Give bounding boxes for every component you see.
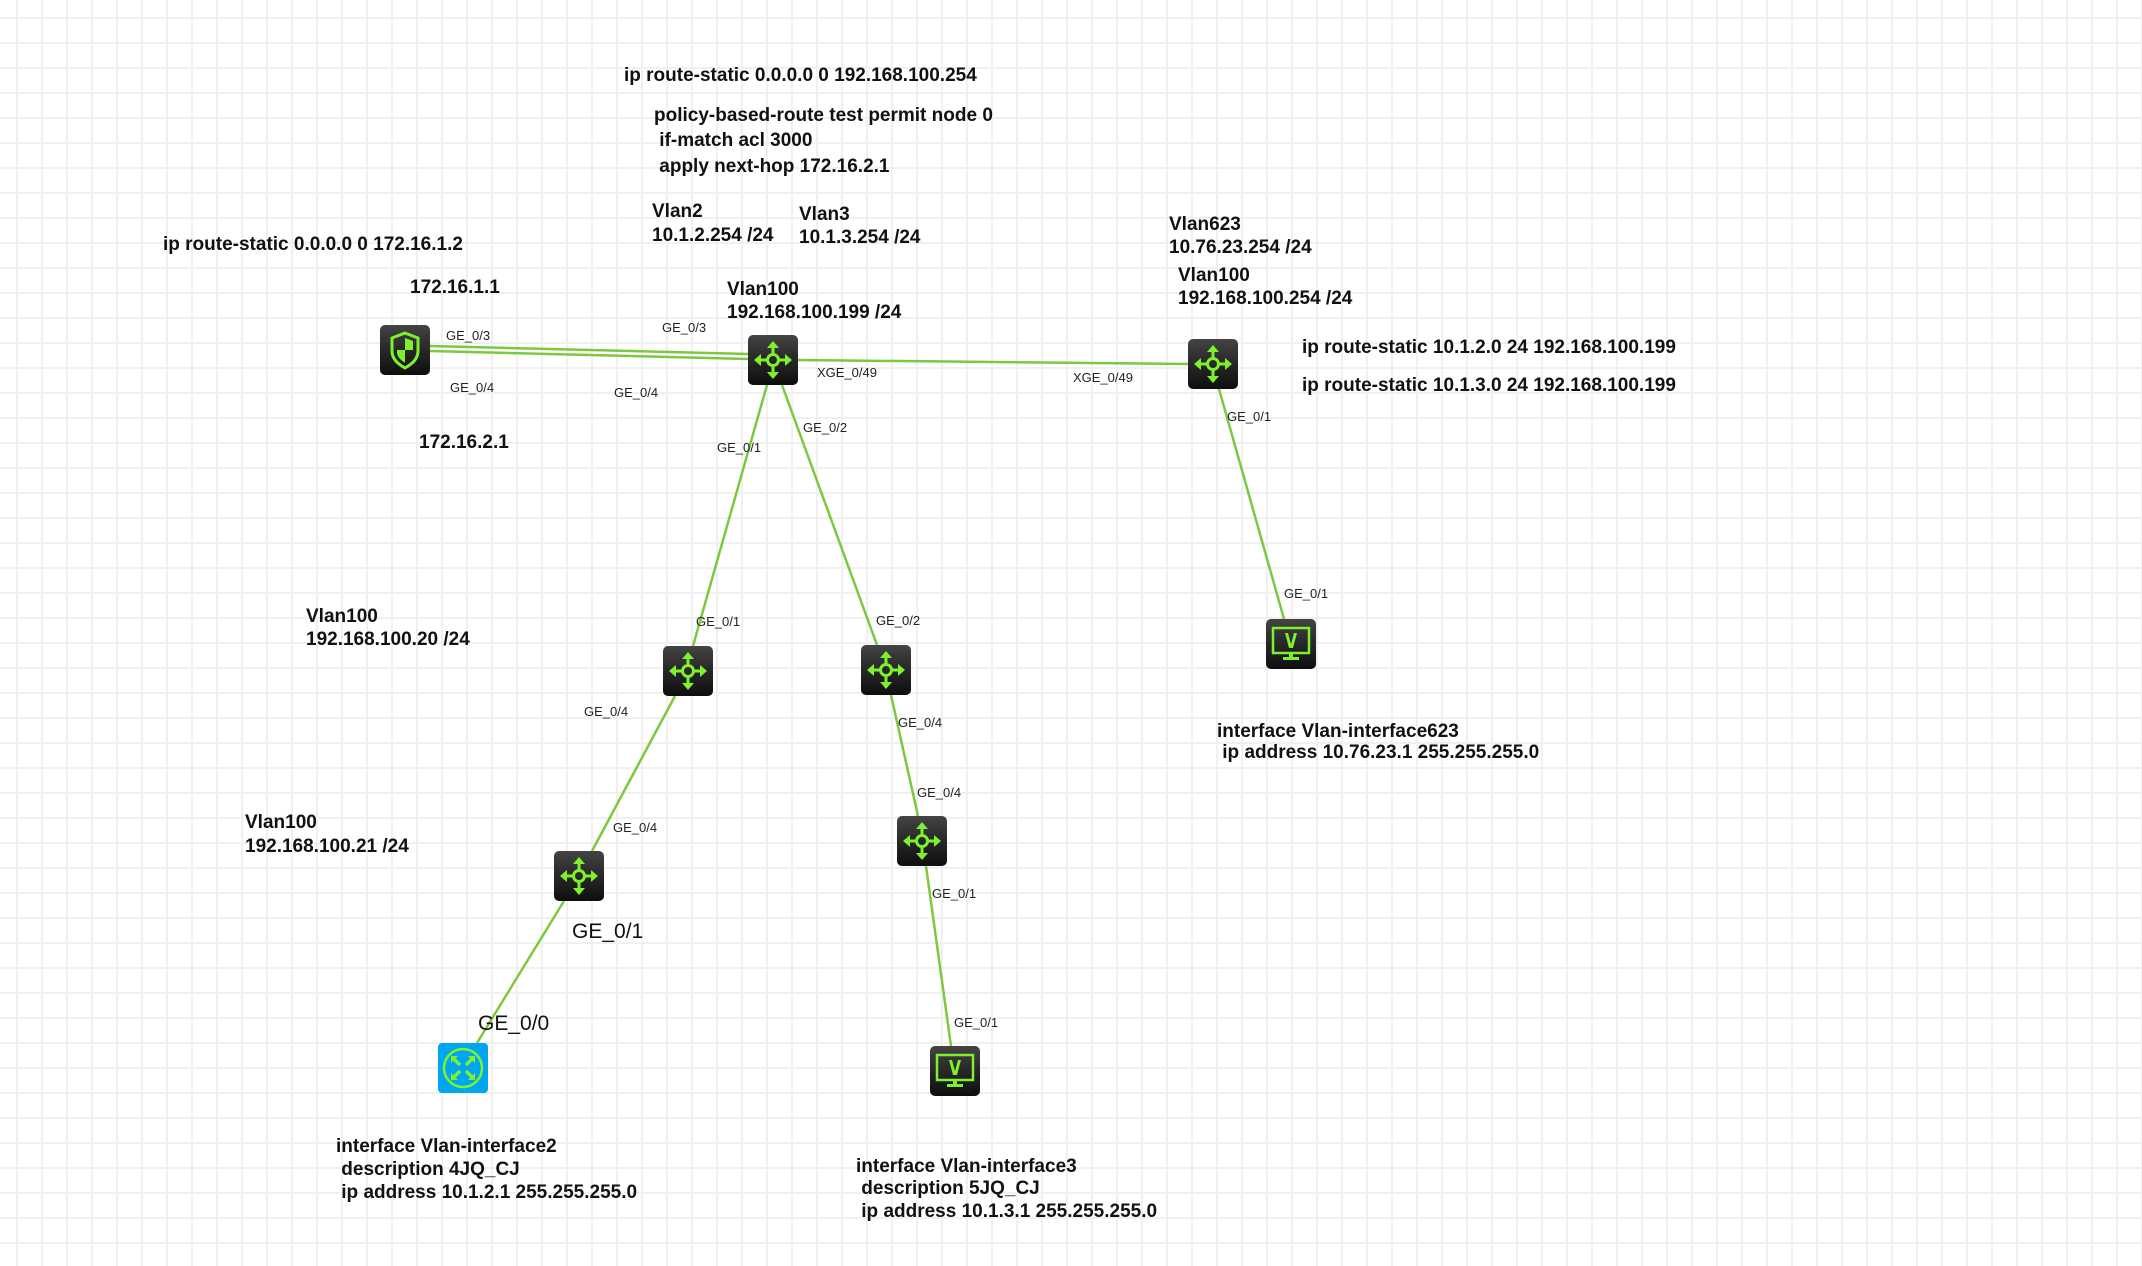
- port-label-core-xge049: XGE_0/49: [817, 365, 877, 380]
- firewall-device[interactable]: [380, 325, 430, 375]
- link-core-switch-c[interactable]: [780, 384, 879, 646]
- switch-b-vlan-name-label: Vlan100: [245, 812, 317, 833]
- pc-vlan3[interactable]: [930, 1046, 980, 1096]
- switch-icon: [754, 341, 792, 379]
- port-label-switch-d-ge01: GE_0/1: [932, 886, 977, 901]
- agg-vlan100-ip-label: 192.168.100.254 /24: [1178, 288, 1353, 309]
- core-vlan100-name-label: Vlan100: [727, 279, 799, 300]
- port-label-switch-c-ge04: GE_0/4: [898, 715, 943, 730]
- port-label-switch-d-ge04: GE_0/4: [917, 785, 962, 800]
- port-label-core-ge01: GE_0/1: [717, 440, 762, 455]
- switch-a[interactable]: [663, 646, 713, 696]
- vlan2-ip-label: 10.1.2.254 /24: [652, 225, 774, 246]
- port-label-fw-ge03: GE_0/3: [446, 328, 491, 343]
- link-switch-b-router[interactable]: [475, 900, 566, 1044]
- port-label-core-ge02: GE_0/2: [803, 420, 848, 435]
- vlan2-name-label: Vlan2: [652, 201, 703, 222]
- switch-a-vlan-name-label: Vlan100: [306, 606, 378, 627]
- link-fw-core-ge04[interactable]: [429, 349, 749, 361]
- fw-ip2-label: 172.16.2.1: [419, 432, 509, 453]
- router-config-line-2: description 4JQ_CJ: [336, 1159, 520, 1180]
- pc-icon: [1271, 626, 1311, 660]
- router-icon: [442, 1047, 484, 1089]
- link-core-agg-xge049[interactable]: [797, 358, 1189, 366]
- switch-d[interactable]: [897, 816, 947, 866]
- agg-vlan100-name-label: Vlan100: [1178, 265, 1250, 286]
- agg-vlan623-name-label: Vlan623: [1169, 214, 1241, 235]
- firewall-icon: [390, 331, 420, 370]
- core-switch[interactable]: [748, 335, 798, 385]
- pbr-line-3: apply next-hop 172.16.2.1: [654, 156, 890, 177]
- port-label-fw-ge04: GE_0/4: [450, 380, 495, 395]
- switch-b[interactable]: [554, 851, 604, 901]
- fw-default-route-label: ip route-static 0.0.0.0 0 172.16.1.2: [163, 234, 463, 255]
- core-default-route-label: ip route-static 0.0.0.0 0 192.168.100.25…: [624, 65, 977, 86]
- switch-icon: [1194, 345, 1232, 383]
- link-switch-a-switch-b[interactable]: [590, 695, 677, 852]
- port-label-router-ge00: GE_0/0: [478, 1012, 550, 1035]
- router-device[interactable]: [438, 1043, 488, 1093]
- port-label-switch-b-ge01: GE_0/1: [572, 920, 644, 943]
- port-label-core-ge04: GE_0/4: [614, 385, 659, 400]
- switch-icon: [867, 651, 905, 689]
- pbr-line-1: policy-based-route test permit node 0: [654, 105, 993, 126]
- agg-route-1-label: ip route-static 10.1.2.0 24 192.168.100.…: [1302, 337, 1676, 358]
- pbr-line-2: if-match acl 3000: [654, 130, 813, 151]
- pc-vlan623[interactable]: [1266, 619, 1316, 669]
- pc623-config-line-1: interface Vlan-interface623: [1217, 721, 1459, 742]
- switch-b-vlan-ip-label: 192.168.100.21 /24: [245, 836, 409, 857]
- link-agg-pc623[interactable]: [1217, 388, 1286, 620]
- port-label-switch-c-ge02: GE_0/2: [876, 613, 921, 628]
- switch-a-vlan-ip-label: 192.168.100.20 /24: [306, 629, 470, 650]
- agg-vlan623-ip-label: 10.76.23.254 /24: [1169, 237, 1312, 258]
- pc623-config-line-2: ip address 10.76.23.1 255.255.255.0: [1217, 742, 1540, 763]
- fw-ip1-label: 172.16.1.1: [410, 277, 500, 298]
- port-label-pc623-ge01: GE_0/1: [1284, 586, 1329, 601]
- agg-route-2-label: ip route-static 10.1.3.0 24 192.168.100.…: [1302, 375, 1676, 396]
- port-label-pc3-ge01: GE_0/1: [954, 1015, 999, 1030]
- pc3-config-line-3: ip address 10.1.3.1 255.255.255.0: [856, 1201, 1158, 1222]
- link-core-switch-a[interactable]: [691, 384, 769, 647]
- core-vlan100-ip-label: 192.168.100.199 /24: [727, 302, 902, 323]
- link-switch-c-switch-d[interactable]: [889, 694, 920, 817]
- vlan3-name-label: Vlan3: [799, 204, 850, 225]
- switch-icon: [560, 857, 598, 895]
- pc3-config-line-1: interface Vlan-interface3: [856, 1156, 1077, 1177]
- link-switch-d-pc3[interactable]: [924, 865, 953, 1047]
- vlan3-ip-label: 10.1.3.254 /24: [799, 227, 921, 248]
- port-label-core-ge03: GE_0/3: [662, 320, 707, 335]
- pc3-config-line-2: description 5JQ_CJ: [856, 1178, 1040, 1199]
- link-fw-core-ge03[interactable]: [429, 344, 749, 356]
- agg-switch[interactable]: [1188, 339, 1238, 389]
- port-label-switch-b-ge04: GE_0/4: [613, 820, 658, 835]
- port-label-switch-a-ge01: GE_0/1: [696, 614, 741, 629]
- pc-icon: [935, 1053, 975, 1087]
- port-label-agg-ge01: GE_0/1: [1227, 409, 1272, 424]
- port-label-agg-xge049: XGE_0/49: [1073, 370, 1133, 385]
- router-config-line-1: interface Vlan-interface2: [336, 1136, 557, 1157]
- router-config-line-3: ip address 10.1.2.1 255.255.255.0: [336, 1182, 638, 1203]
- switch-icon: [903, 822, 941, 860]
- switch-c[interactable]: [861, 645, 911, 695]
- port-label-switch-a-ge04: GE_0/4: [584, 704, 629, 719]
- switch-icon: [669, 652, 707, 690]
